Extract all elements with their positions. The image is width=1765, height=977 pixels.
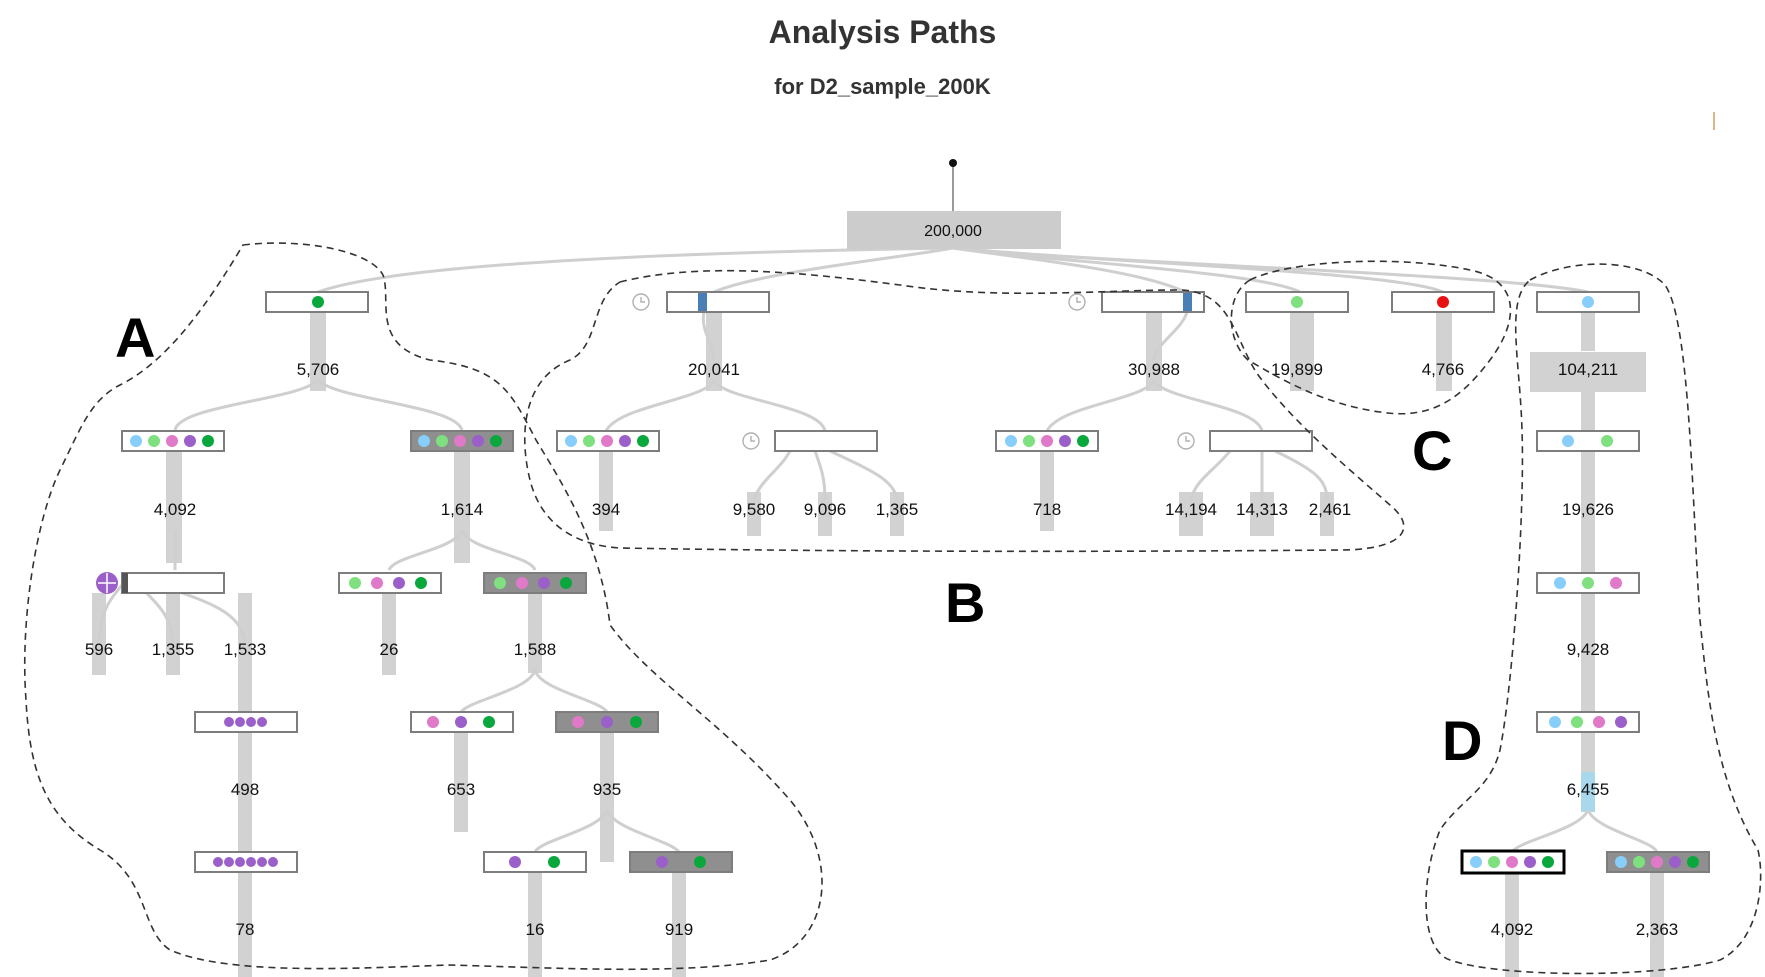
count-d5-left: 4,092 bbox=[1491, 920, 1534, 939]
count-a3-0: 596 bbox=[85, 640, 113, 659]
region-b-outline bbox=[523, 269, 1405, 553]
count-a1: 5,706 bbox=[297, 360, 340, 379]
count-a-78: 78 bbox=[236, 920, 255, 939]
scroll-tick-marker bbox=[1713, 112, 1715, 130]
root-node[interactable] bbox=[847, 211, 1061, 249]
clock-icon[interactable] bbox=[1068, 293, 1086, 311]
count-a-653: 653 bbox=[447, 780, 475, 799]
count-b-14194: 14,194 bbox=[1165, 500, 1217, 519]
count-a-16: 16 bbox=[526, 920, 545, 939]
legend-dot-green bbox=[312, 296, 324, 308]
region-c: 19,899 4,766 bbox=[1245, 291, 1495, 391]
node-b2-time-left[interactable] bbox=[774, 430, 878, 452]
node-b1-right[interactable] bbox=[1101, 291, 1205, 313]
count-b-394: 394 bbox=[592, 500, 620, 519]
count-d5-right: 2,363 bbox=[1636, 920, 1679, 939]
count-a-1588: 1,588 bbox=[514, 640, 557, 659]
region-c-label: C bbox=[1412, 419, 1452, 482]
count-b-718: 718 bbox=[1033, 500, 1061, 519]
count-b1-left: 20,041 bbox=[688, 360, 740, 379]
node-d2[interactable] bbox=[1536, 430, 1640, 452]
region-b-label: B bbox=[945, 571, 985, 634]
root-edges bbox=[317, 246, 1589, 294]
count-d3: 9,428 bbox=[1567, 640, 1610, 659]
count-b-9096: 9,096 bbox=[804, 500, 847, 519]
region-d-outline bbox=[1425, 263, 1762, 975]
count-d4: 6,455 bbox=[1567, 780, 1610, 799]
node-b1-left[interactable] bbox=[666, 291, 770, 313]
clock-icon[interactable] bbox=[1177, 432, 1195, 450]
count-b-9580: 9,580 bbox=[733, 500, 776, 519]
count-a2-left: 4,092 bbox=[154, 500, 197, 519]
clock-icon[interactable] bbox=[632, 293, 650, 311]
count-a2-right: 1,614 bbox=[441, 500, 484, 519]
chart-subtitle: for D2_sample_200K bbox=[774, 74, 991, 99]
clock-icon[interactable] bbox=[742, 432, 760, 450]
count-a-498: 498 bbox=[231, 780, 259, 799]
node-a3-mid[interactable] bbox=[338, 572, 442, 594]
count-b1-right: 30,988 bbox=[1128, 360, 1180, 379]
node-a5-mid[interactable] bbox=[483, 851, 587, 873]
count-a3-1: 1,355 bbox=[152, 640, 195, 659]
count-c2: 4,766 bbox=[1422, 360, 1465, 379]
node-b2-time-right[interactable] bbox=[1209, 430, 1313, 452]
region-d-label: D bbox=[1442, 709, 1482, 772]
node-a3-right[interactable] bbox=[483, 572, 587, 594]
count-d2: 19,626 bbox=[1562, 500, 1614, 519]
region-a-outline bbox=[23, 242, 823, 971]
count-c1: 19,899 bbox=[1271, 360, 1323, 379]
node-a3-filter[interactable] bbox=[121, 572, 225, 594]
root-pin-head[interactable] bbox=[949, 159, 957, 167]
root-count: 200,000 bbox=[924, 223, 982, 240]
count-a3-2: 1,533 bbox=[224, 640, 267, 659]
region-a: 5,706 4,092 1,614 596 1,355 1,533 26 bbox=[85, 291, 733, 977]
region-a-label: A bbox=[115, 306, 155, 369]
count-b-14313: 14,313 bbox=[1236, 500, 1288, 519]
chart-title: Analysis Paths bbox=[768, 14, 997, 50]
count-b-2461: 2,461 bbox=[1309, 500, 1352, 519]
count-d1: 104,211 bbox=[1558, 360, 1618, 379]
count-a-26: 26 bbox=[380, 640, 399, 659]
node-a5-right[interactable] bbox=[629, 851, 733, 873]
region-c-outline bbox=[1230, 260, 1512, 415]
count-a-935: 935 bbox=[593, 780, 621, 799]
region-d: 104,211 19,626 9,428 6,455 4,092 2,363 bbox=[1460, 291, 1710, 977]
count-a-919: 919 bbox=[665, 920, 693, 939]
region-b: 20,041 30,988 394 9,580 9,096 1,365 718 … bbox=[556, 291, 1352, 536]
node-d4[interactable] bbox=[1536, 711, 1640, 733]
count-b-1365: 1,365 bbox=[876, 500, 919, 519]
